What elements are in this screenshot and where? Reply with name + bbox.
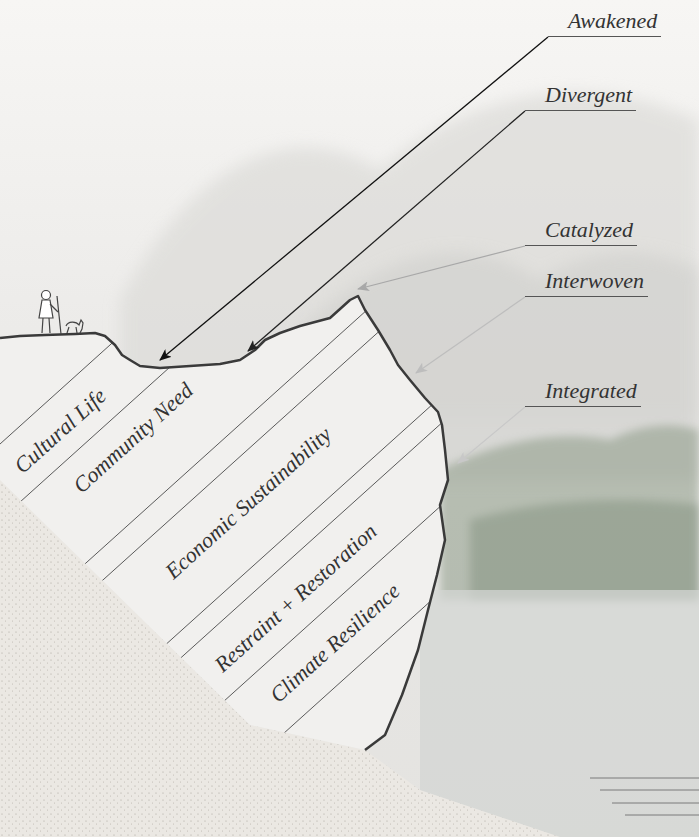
arrow-awakened bbox=[160, 37, 548, 360]
water-line bbox=[590, 778, 699, 779]
lake bbox=[420, 590, 699, 837]
water-line bbox=[612, 803, 699, 804]
strata-line bbox=[0, 0, 699, 689]
stage-label: Interwoven bbox=[525, 268, 648, 297]
strata-line bbox=[0, 0, 699, 773]
walking-staff bbox=[57, 296, 61, 334]
dog-figure bbox=[66, 320, 83, 333]
water-lines bbox=[590, 778, 699, 815]
cliff-edge bbox=[0, 296, 448, 750]
strata-line bbox=[0, 37, 699, 837]
stage-label: Integrated bbox=[525, 378, 641, 407]
arrow-interwoven bbox=[416, 297, 525, 373]
arrow-divergent bbox=[248, 111, 525, 351]
figure-arm bbox=[50, 304, 58, 312]
strata-line bbox=[3, 97, 699, 837]
arrow-integrated bbox=[458, 407, 525, 463]
forest-shore bbox=[470, 500, 699, 600]
forest-hills bbox=[440, 426, 699, 600]
figure-head bbox=[42, 291, 51, 300]
figure-coat bbox=[39, 300, 53, 318]
strata-line bbox=[46, 145, 699, 837]
stage-label: Awakened bbox=[548, 8, 661, 37]
water-line bbox=[600, 790, 699, 791]
strata-line bbox=[0, 52, 699, 837]
stage-label: Divergent bbox=[525, 82, 636, 111]
stage-label: Catalyzed bbox=[525, 217, 637, 246]
callout-arrows bbox=[160, 37, 548, 463]
arrow-catalyzed bbox=[358, 246, 525, 289]
strata-line bbox=[0, 0, 699, 755]
walker-figure bbox=[39, 291, 83, 335]
figure-legs bbox=[42, 318, 50, 333]
cliff-body bbox=[0, 296, 448, 750]
water-line bbox=[625, 815, 699, 816]
